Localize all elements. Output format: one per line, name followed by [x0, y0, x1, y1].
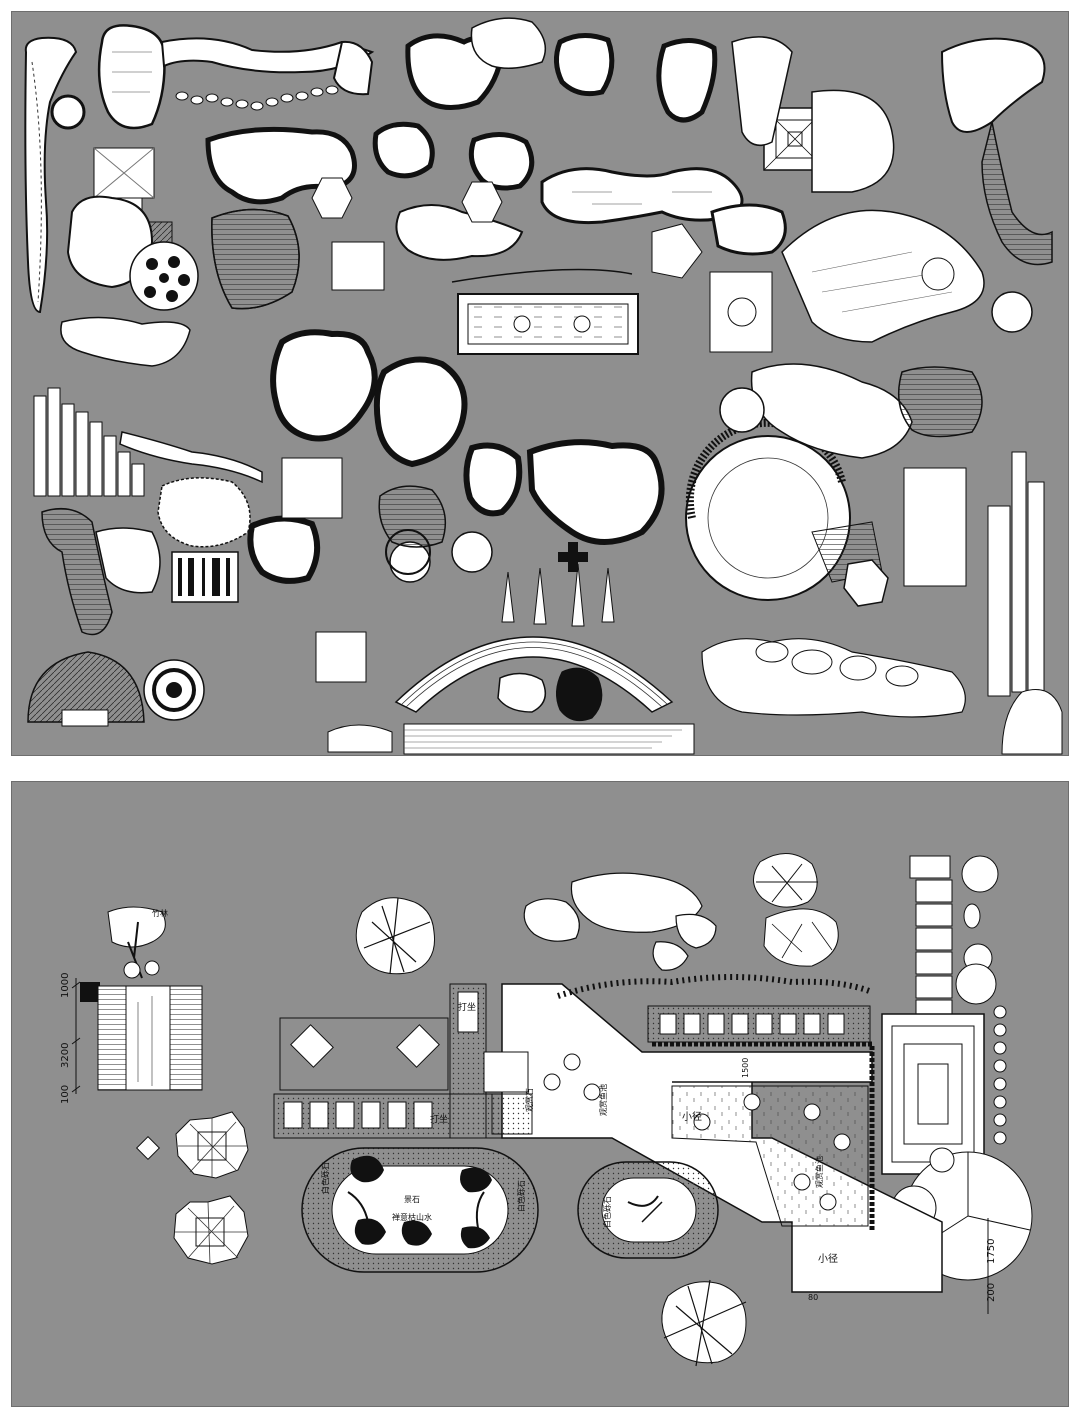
rock-band-bottom-right — [701, 638, 966, 718]
shrub-icon-1 — [355, 897, 436, 975]
pond-irregular-11 — [247, 515, 321, 584]
dim-100: 100 — [60, 1085, 71, 1104]
fish-pond-label-1: 观赏鱼池 — [598, 1084, 608, 1116]
fan-plaza — [781, 209, 985, 343]
pebble-pond — [157, 477, 251, 548]
stone-seat-plan — [763, 908, 839, 967]
pine-tree-icon — [107, 906, 166, 979]
pond-top-left — [97, 24, 166, 130]
sand-text-label: 禅意枯山水 — [392, 1212, 432, 1222]
rectangular-pond-right — [881, 1013, 985, 1175]
rock-label-3: 白色砾石 — [602, 1196, 612, 1228]
cad-block-library-sheet — [11, 11, 1069, 756]
pond-irregular-6 — [656, 38, 718, 123]
dim-200: 200 — [986, 1283, 997, 1302]
umbrella-table-2 — [173, 1195, 249, 1265]
curvy-bed-left — [60, 316, 191, 367]
zen-garden-plan-sheet: 1000 3200 100 竹林 — [11, 781, 1069, 1407]
rock-label-2: 白色砾石 — [516, 1180, 526, 1212]
umbrella-table-1 — [135, 1111, 249, 1179]
boulder-group — [523, 872, 717, 971]
palm-tree-icon — [753, 853, 818, 908]
block-library-drawing — [24, 17, 1063, 755]
pond-text-label: 景石 — [404, 1195, 420, 1204]
pond-irregular-5 — [554, 33, 615, 97]
pond-irregular-3 — [468, 132, 535, 191]
rockery-top — [470, 17, 547, 69]
pond-small-blob — [395, 204, 524, 261]
cross-table — [558, 542, 588, 572]
path-label-bottom: 小径 — [818, 1252, 838, 1265]
black-hedge — [652, 1041, 875, 1232]
round-pond-small — [50, 94, 86, 130]
pond-irregular-9 — [526, 439, 665, 545]
dry-garden-oval-1 — [301, 1147, 539, 1273]
fish-pond-label-2: 观赏鱼池 — [814, 1156, 824, 1188]
dry-garden-oval-2 — [577, 1161, 719, 1259]
shrub-icon-2 — [661, 1279, 747, 1367]
pond-double-lobe — [540, 167, 744, 225]
pond-right-edge — [897, 366, 983, 438]
stepping-stone-column — [909, 855, 953, 1023]
dim-1500: 1500 — [741, 1058, 750, 1078]
left-planting-bed — [24, 36, 78, 314]
pond-bottom-left — [41, 507, 113, 636]
zen-garden-plan-drawing: 1000 3200 100 竹林 — [60, 853, 1033, 1367]
step-bars — [33, 387, 145, 497]
bamboo-screen-elevation — [71, 978, 203, 1094]
round-shrubs-column — [955, 855, 1007, 1145]
planting-cluster-right — [750, 363, 913, 459]
view-stone-label: 观赏石 — [524, 1088, 534, 1112]
path-label-top: 小径 — [682, 1110, 702, 1123]
pavilion-label-2: 打坐 — [430, 1113, 448, 1125]
stepping-stones-top — [175, 85, 339, 111]
step-stack — [403, 723, 695, 755]
dim-1000: 1000 — [60, 973, 71, 998]
wavy-stream — [119, 431, 263, 484]
pond-irregular-7 — [270, 329, 378, 442]
pond-irregular-10 — [463, 442, 523, 517]
dim-1750: 1750 — [986, 1239, 997, 1264]
fan-pavilion — [27, 651, 145, 723]
rock-label-1: 白色砾石 — [320, 1162, 330, 1194]
trees-in-bed — [543, 1053, 851, 1211]
bamboo-label: 竹林 — [152, 908, 168, 918]
pond-circle-large — [685, 435, 851, 601]
flower-shrub-line — [557, 974, 874, 999]
dotted-panel — [903, 467, 967, 587]
pond-left-mid — [66, 195, 154, 289]
black-rock-pond — [556, 667, 603, 722]
pond-irregular-8 — [373, 356, 468, 468]
dim-3200: 3200 — [60, 1043, 71, 1068]
stream-top-right — [940, 37, 1046, 133]
pavilion-label-1: 打坐 — [458, 1001, 476, 1013]
tree-planting-area — [671, 1085, 869, 1227]
cypress-trees — [501, 563, 615, 627]
pond-irregular-2 — [372, 121, 435, 179]
dim-80: 80 — [808, 1293, 818, 1302]
